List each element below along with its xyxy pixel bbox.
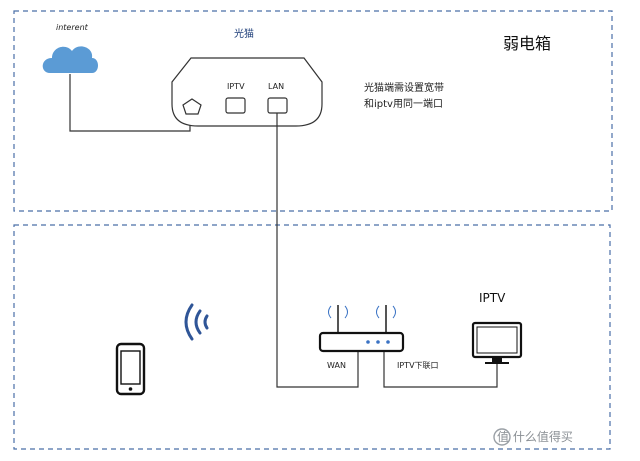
fiber-port-icon	[182, 98, 202, 115]
router-tv-cable	[383, 352, 498, 388]
iptv-port-label: IPTV	[227, 82, 245, 91]
smartphone-icon	[115, 342, 146, 396]
home-area-border	[13, 224, 611, 450]
note-line-1: 光猫端需设置宽带	[364, 81, 444, 94]
lan-port-label: LAN	[268, 82, 284, 91]
modem-title: 光猫	[234, 27, 254, 40]
iptv-port	[225, 97, 246, 114]
lan-port	[267, 97, 288, 114]
internet-label: interent	[56, 23, 89, 32]
weak-box-border	[13, 10, 613, 212]
monitor-icon	[471, 321, 523, 364]
wan-label: WAN	[327, 361, 346, 370]
weak-box-title: 弱电箱	[503, 34, 551, 53]
iptv-down-label: IPTV下联口	[397, 361, 439, 370]
note-line-2: 和iptv用同一端口	[364, 97, 443, 110]
watermark: 值 什么值得买	[493, 428, 573, 446]
iptv-device-label: IPTV	[479, 291, 506, 305]
wifi-signal-icon	[184, 303, 209, 341]
watermark-text: 值 什么值得买	[497, 429, 573, 444]
modem-body	[171, 57, 323, 127]
lan-wan-cable	[276, 113, 359, 388]
cloud-icon	[42, 46, 98, 73]
router-icon	[318, 305, 405, 353]
